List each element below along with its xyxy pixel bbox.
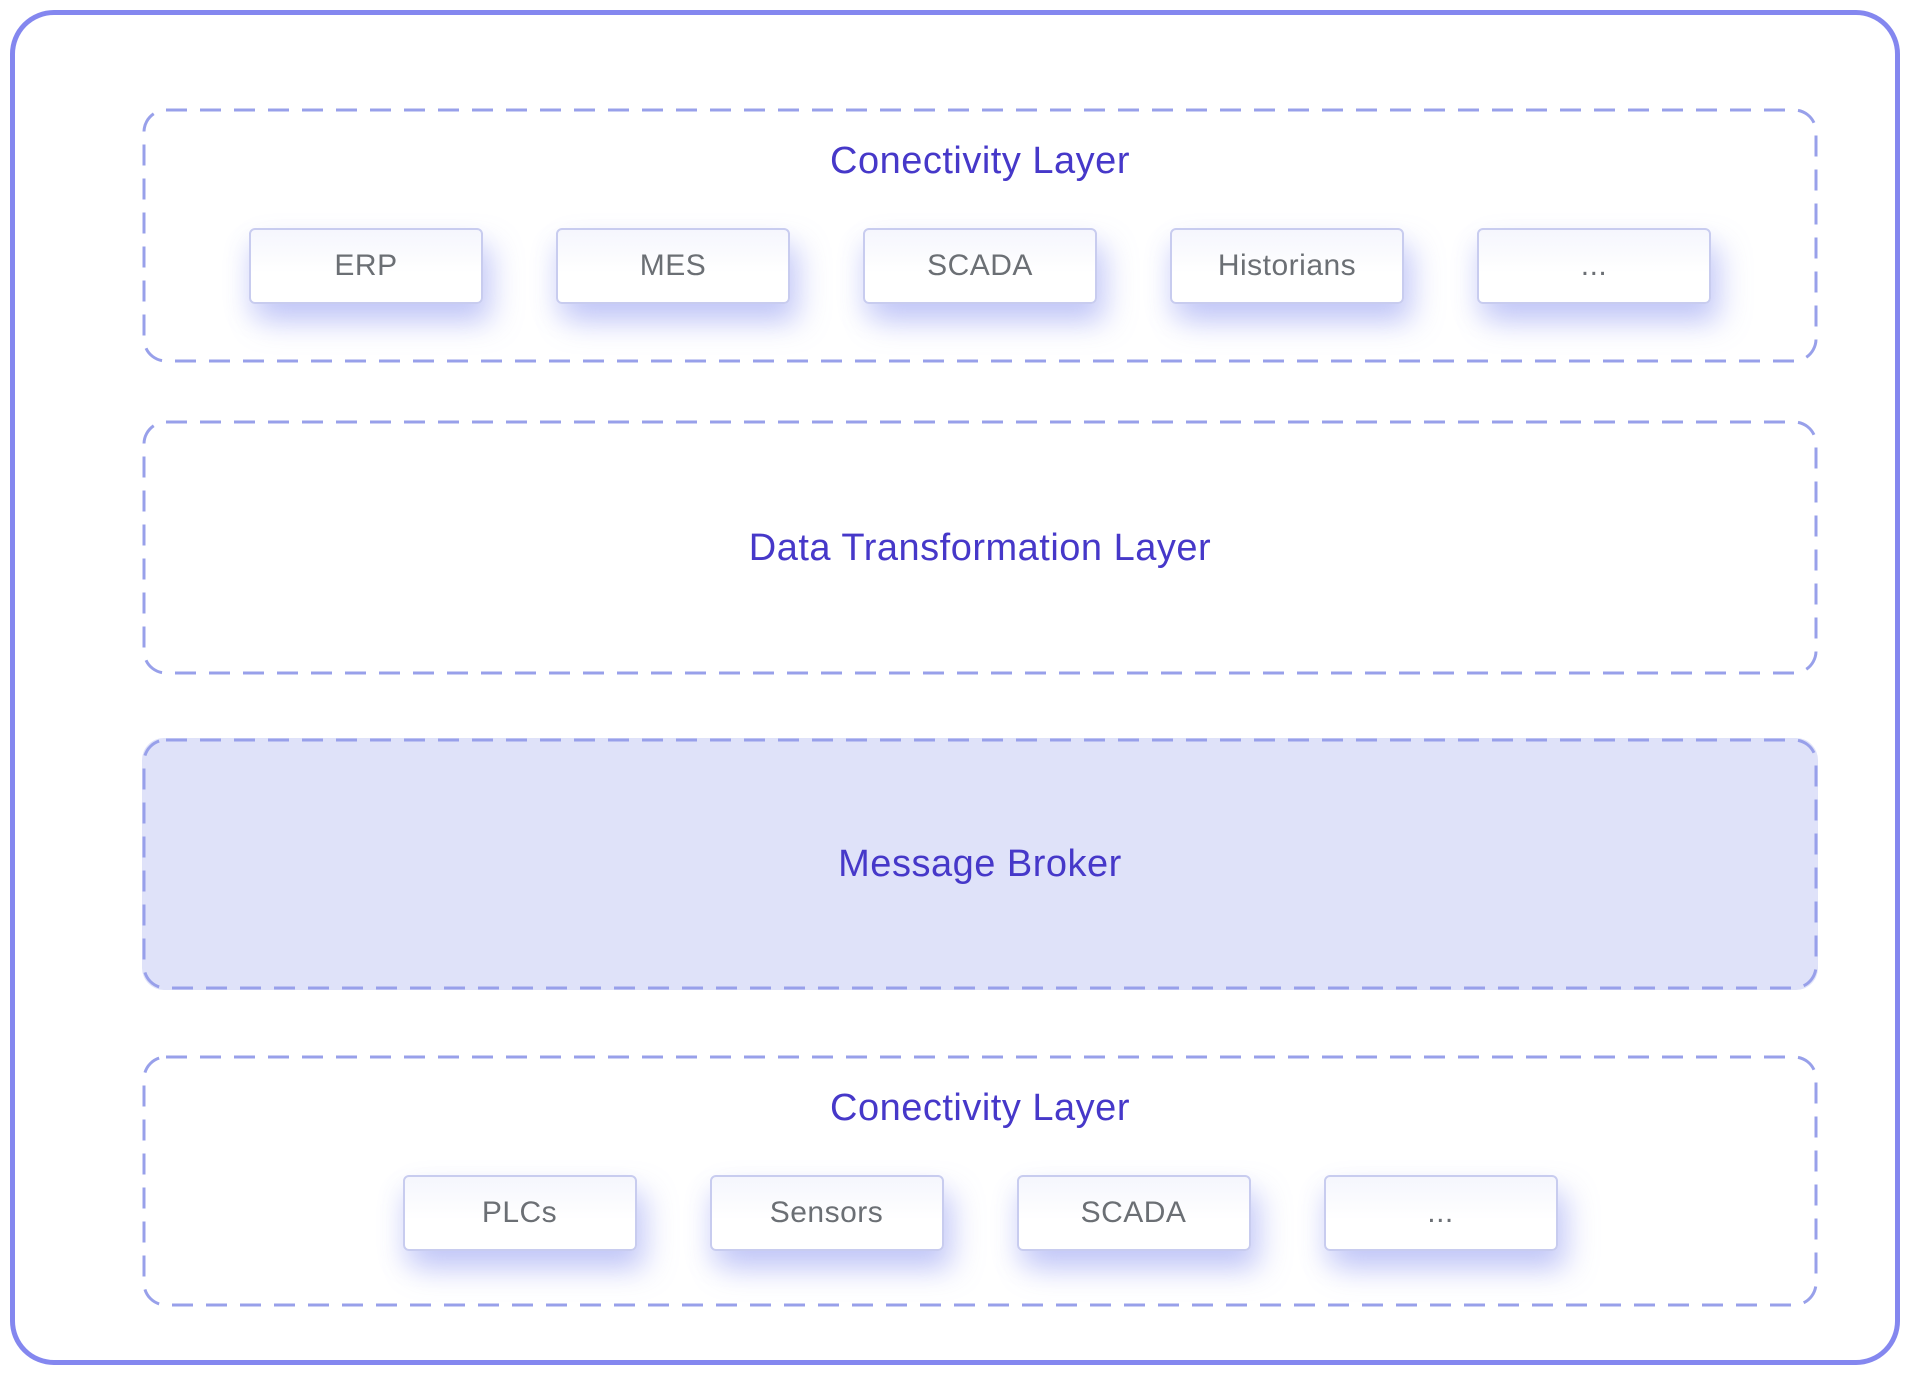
node-box-mes: MES [556, 228, 790, 304]
node-label: SCADA [1080, 1196, 1187, 1229]
node-row-bottom: PLCs Sensors SCADA ... [142, 1175, 1818, 1251]
node-label: SCADA [927, 249, 1033, 282]
node-label: ERP [334, 249, 398, 282]
layer-title-data-transformation: Data Transformation Layer [748, 526, 1212, 569]
outer-frame: Conectivity Layer ERP MES SCADA Historia… [10, 10, 1900, 1365]
node-box-erp: ERP [249, 228, 483, 304]
node-label: Historians [1217, 249, 1357, 282]
node-box-plcs: PLCs [402, 1175, 637, 1251]
node-label: ... [1427, 1196, 1454, 1229]
layer-message-broker: Message Broker [142, 738, 1818, 990]
node-box-ellipsis-bottom: ... [1323, 1175, 1558, 1251]
layer-title-connectivity-bottom: Conectivity Layer [830, 1087, 1130, 1129]
node-label: ... [1580, 249, 1608, 282]
layer-title-connectivity-top: Conectivity Layer [830, 140, 1130, 182]
node-box-ellipsis-top: ... [1477, 228, 1711, 304]
layer-data-transformation: Data Transformation Layer [142, 420, 1818, 675]
layer-connectivity-top: Conectivity Layer ERP MES SCADA Historia… [142, 108, 1818, 363]
node-label: PLCs [481, 1196, 558, 1229]
node-box-scada-bottom: SCADA [1016, 1175, 1251, 1251]
node-box-scada-top: SCADA [863, 228, 1097, 304]
node-box-sensors: Sensors [709, 1175, 944, 1251]
node-label: MES [639, 249, 707, 282]
node-label: Sensors [769, 1196, 884, 1229]
layer-connectivity-bottom: Conectivity Layer PLCs Sensors SCADA ... [142, 1055, 1818, 1307]
node-box-historians: Historians [1170, 228, 1404, 304]
node-row-top: ERP MES SCADA Historians ... [142, 228, 1818, 304]
layer-title-message-broker: Message Broker [838, 843, 1122, 885]
